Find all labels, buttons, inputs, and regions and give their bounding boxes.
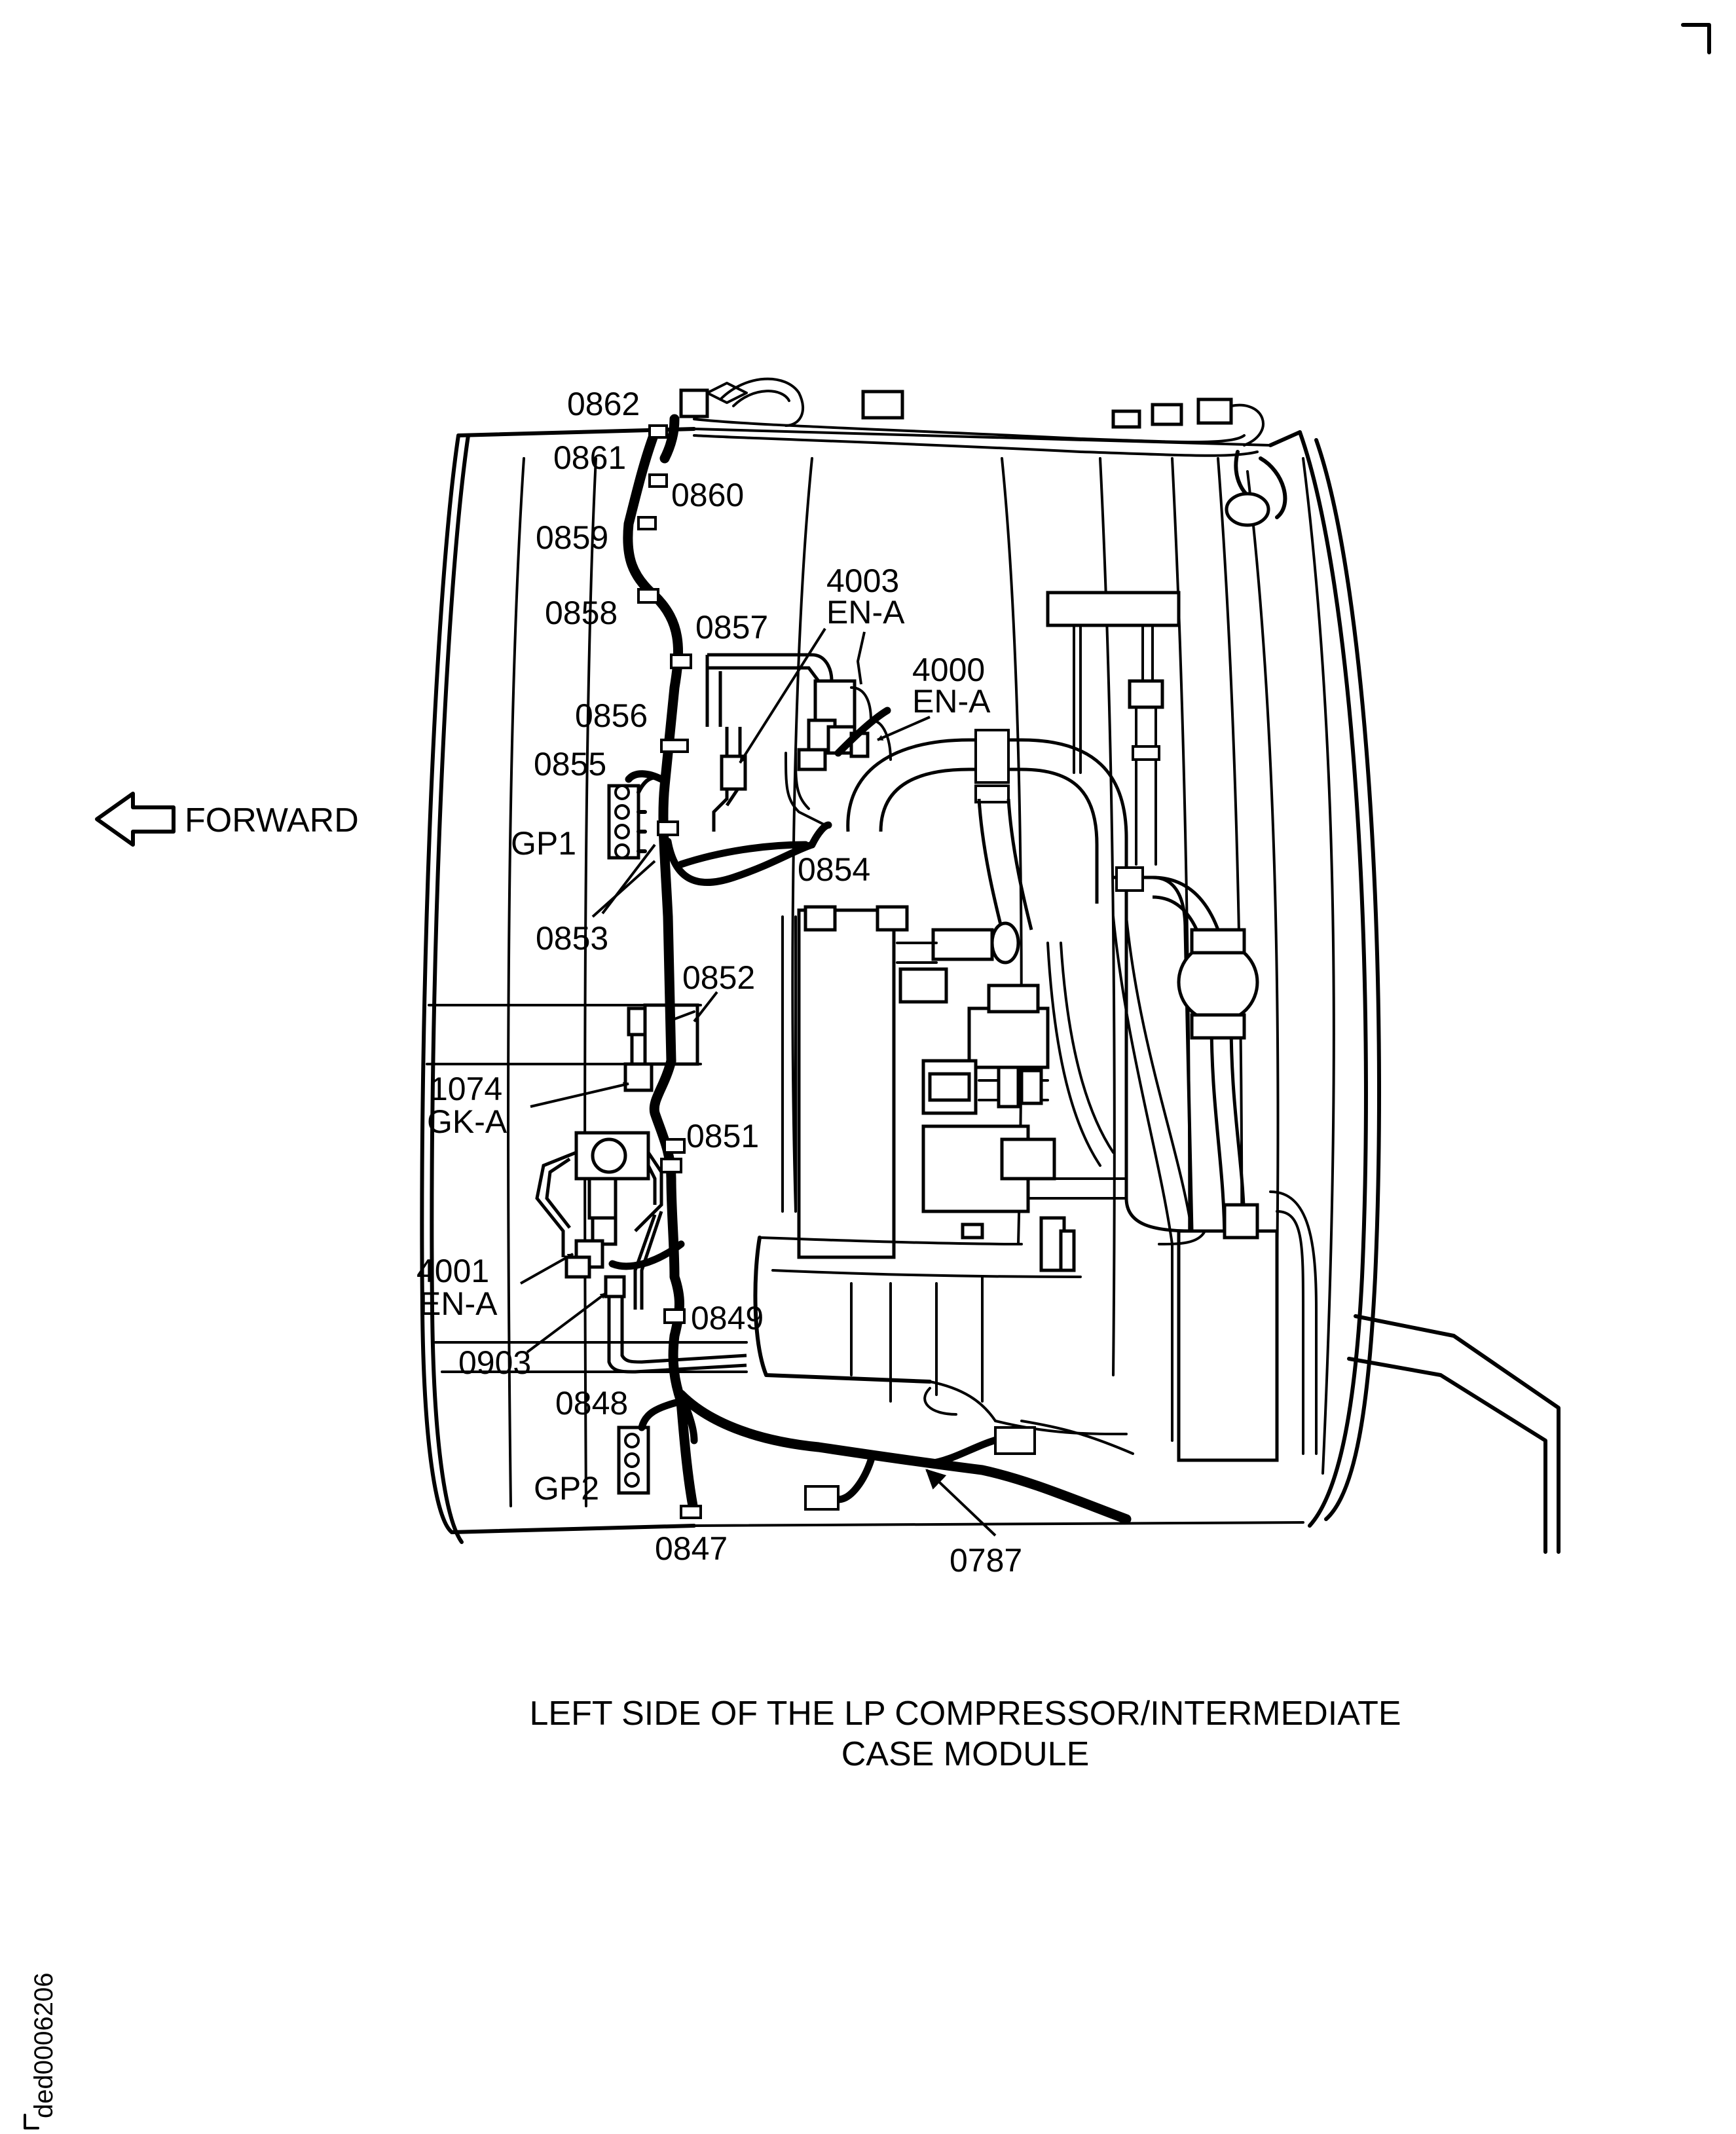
- callout-0851: 0851: [686, 1118, 759, 1154]
- callout-0857: 0857: [695, 609, 768, 646]
- callout-0855: 0855: [534, 746, 606, 782]
- callout-gp2: GP2: [534, 1470, 599, 1507]
- callout-0854: 0854: [798, 851, 870, 888]
- leader-lines: [520, 627, 997, 1537]
- main-harness: [608, 414, 1132, 1524]
- callout-0861: 0861: [553, 439, 626, 476]
- figure-caption: LEFT SIDE OF THE LP COMPRESSOR/INTERMEDI…: [529, 1695, 1401, 1773]
- callout-0849: 0849: [691, 1300, 764, 1336]
- callout-0787: 0787: [950, 1542, 1022, 1579]
- callout-0848: 0848: [555, 1385, 628, 1422]
- callout-0856: 0856: [575, 697, 648, 734]
- document-id: ded0006206: [24, 1973, 58, 2129]
- callout-0860: 0860: [671, 477, 744, 513]
- document-id-text: ded0006206: [29, 1973, 58, 2118]
- caption-line-2: CASE MODULE: [841, 1735, 1090, 1773]
- callout-1074: 1074: [430, 1071, 502, 1107]
- forward-arrow-icon: [95, 792, 175, 847]
- callout-0859: 0859: [536, 519, 608, 556]
- callout-gp1: GP1: [511, 825, 576, 862]
- center-components: [753, 905, 1134, 1455]
- callout-labels: 0862 0861 0860 0859 0858 0857 4003 EN-A …: [416, 386, 1022, 1579]
- callout-4003: 4003: [826, 562, 899, 599]
- callout-0858: 0858: [545, 595, 618, 631]
- forward-indicator: FORWARD: [95, 792, 359, 847]
- callout-4000: 4000: [912, 652, 985, 688]
- callout-0903: 0903: [458, 1344, 531, 1381]
- callout-4003-ena: EN-A: [826, 594, 905, 631]
- callout-0847: 0847: [655, 1530, 728, 1567]
- callout-1074-gka: GK-A: [427, 1103, 508, 1140]
- gp2-ground-point: [617, 1426, 650, 1495]
- callout-4001: 4001: [416, 1253, 489, 1289]
- callout-0852: 0852: [682, 959, 755, 996]
- callout-0862: 0862: [567, 386, 640, 422]
- callout-4001-ena: EN-A: [419, 1285, 498, 1322]
- forward-label: FORWARD: [185, 801, 359, 839]
- gp1-ground-point: [607, 775, 663, 860]
- callout-4000-ena: EN-A: [912, 683, 991, 720]
- callout-0853: 0853: [536, 920, 608, 957]
- top-tubing: [679, 377, 1287, 527]
- caption-line-1: LEFT SIDE OF THE LP COMPRESSOR/INTERMEDI…: [529, 1695, 1401, 1733]
- corner-mark: [1681, 23, 1711, 54]
- right-components: [846, 591, 1318, 1462]
